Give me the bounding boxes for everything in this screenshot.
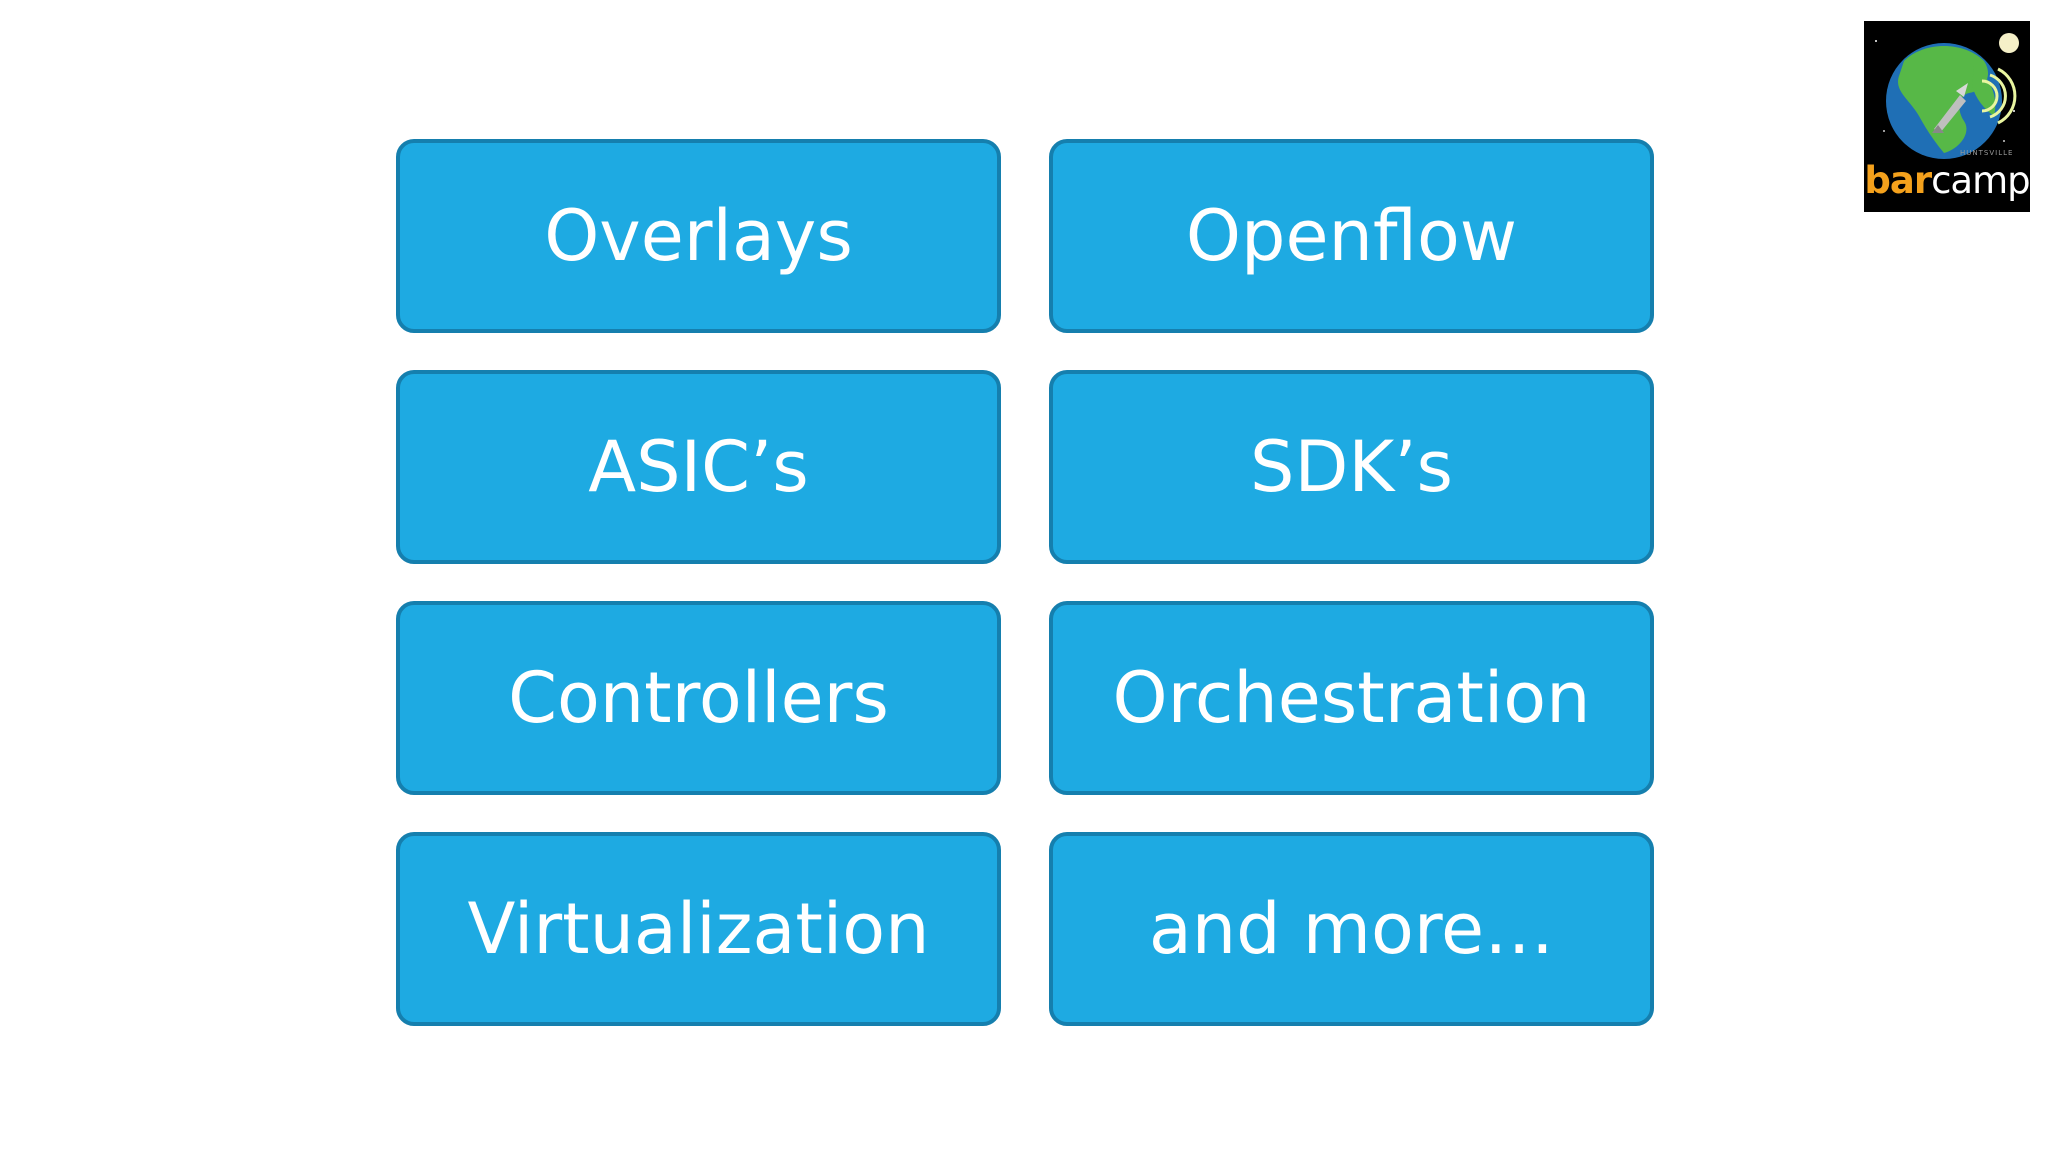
tile-label: and more… bbox=[1148, 888, 1555, 970]
topic-grid: Overlays Openflow ASIC’s SDK’s Controlle… bbox=[396, 139, 1654, 1027]
logo-wordmark: barcamp bbox=[1864, 159, 2030, 202]
tile-label: Overlays bbox=[544, 195, 853, 277]
tile-openflow: Openflow bbox=[1049, 139, 1654, 333]
logo-wordmark-bar: bar bbox=[1864, 159, 1932, 202]
tile-label: SDK’s bbox=[1250, 426, 1453, 508]
tile-controllers: Controllers bbox=[396, 601, 1001, 795]
tile-overlays: Overlays bbox=[396, 139, 1001, 333]
tile-label: Controllers bbox=[508, 657, 889, 739]
tile-virtualization: Virtualization bbox=[396, 832, 1001, 1026]
tile-label: Openflow bbox=[1185, 195, 1518, 277]
logo-wordmark-camp: camp bbox=[1931, 159, 2030, 202]
tile-orchestration: Orchestration bbox=[1049, 601, 1654, 795]
tile-label: Virtualization bbox=[467, 888, 930, 970]
tile-label: ASIC’s bbox=[588, 426, 809, 508]
tile-and-more: and more… bbox=[1049, 832, 1654, 1026]
barcamp-logo: HUNTSVILLE barcamp bbox=[1864, 21, 2030, 212]
tile-sdks: SDK’s bbox=[1049, 370, 1654, 564]
tile-label: Orchestration bbox=[1112, 657, 1591, 739]
tile-asics: ASIC’s bbox=[396, 370, 1001, 564]
barcamp-logo-icon bbox=[1875, 33, 2019, 159]
logo-small-text: HUNTSVILLE bbox=[1960, 149, 2014, 157]
